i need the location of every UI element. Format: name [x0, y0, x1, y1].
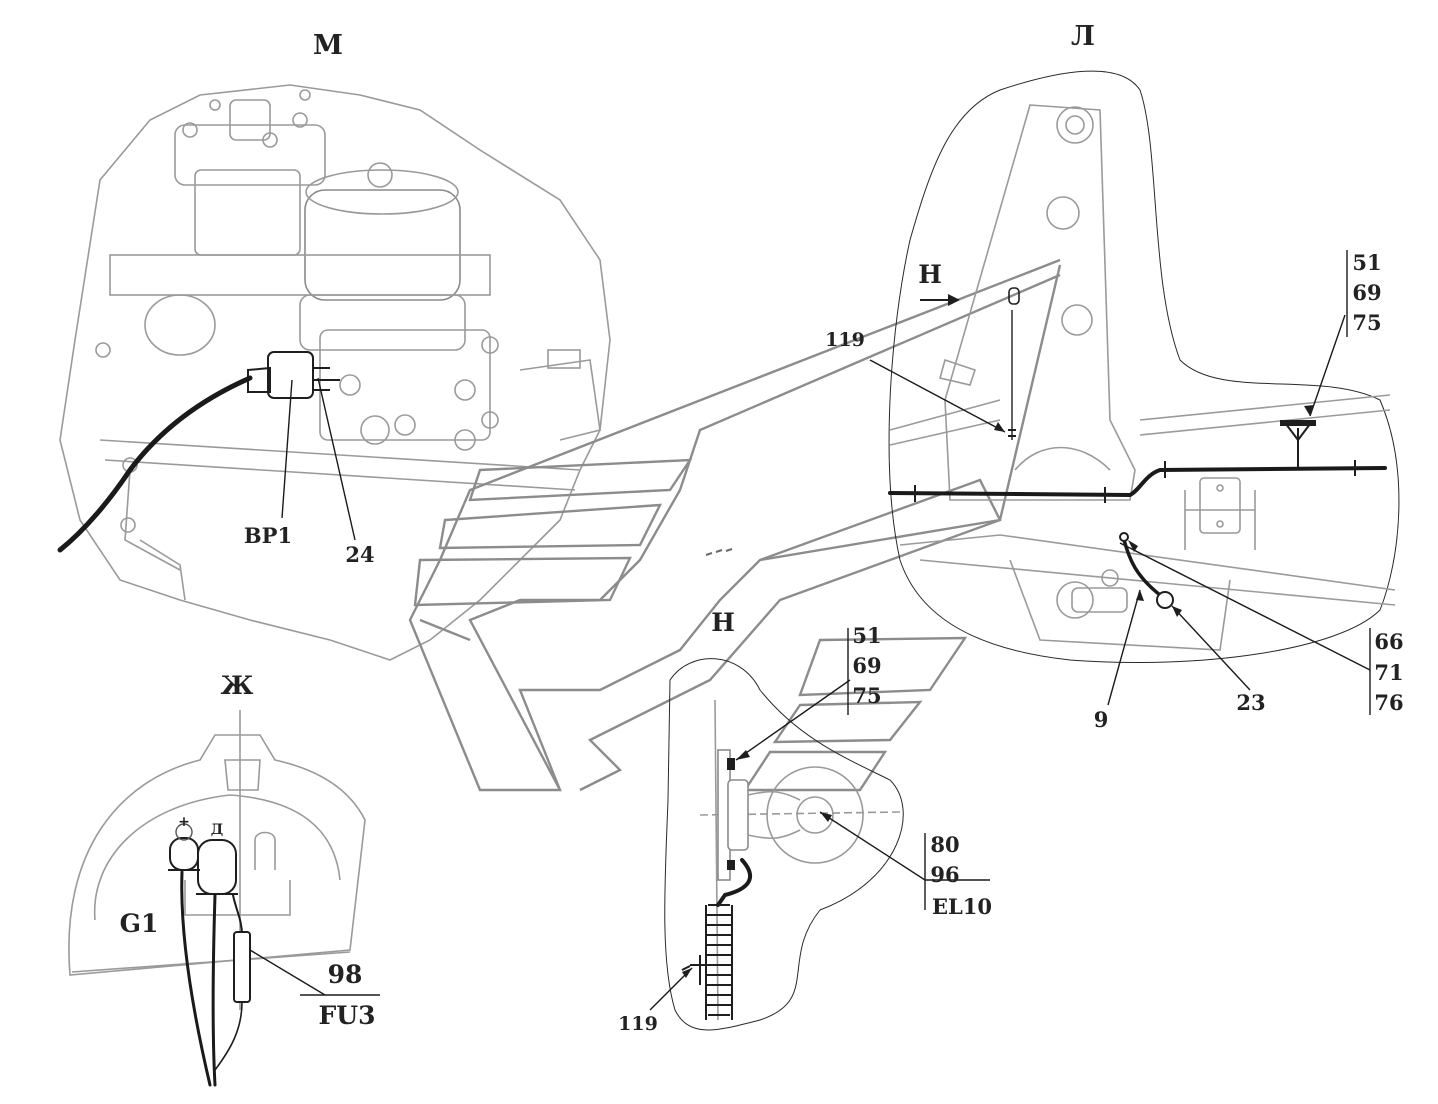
- stack-n-3: 75: [852, 683, 881, 708]
- view-label-m: М: [313, 30, 343, 61]
- callout-g1: G1: [120, 909, 159, 938]
- lamp-view-n: [664, 658, 904, 1031]
- stack-right-3: 76: [1374, 690, 1403, 715]
- stack-right-1: 66: [1374, 629, 1403, 654]
- stack-lamp-3: EL10: [932, 894, 992, 919]
- callout-119-top: 119: [825, 329, 865, 351]
- terminal-d: Д: [211, 822, 223, 838]
- battery-view-zh: [68, 710, 366, 1087]
- callout-24: 24: [345, 542, 374, 567]
- stack-top-right-3: 75: [1352, 310, 1381, 335]
- leader-lines: [249, 250, 1371, 1011]
- callout-bp1: BP1: [244, 523, 292, 548]
- stack-n-1: 51: [852, 623, 881, 648]
- stack-right-2: 71: [1374, 660, 1403, 685]
- engine-view-m: [57, 84, 611, 661]
- harness-band: [408, 258, 1062, 792]
- cab-view-l: [888, 70, 1400, 664]
- stack-top-right-2: 69: [1352, 280, 1381, 305]
- stack-n-2: 69: [852, 653, 881, 678]
- stack-lamp-2: 96: [930, 862, 959, 887]
- callout-119-bottom: 119: [618, 1013, 658, 1035]
- view-label-zh: Ж: [221, 671, 254, 700]
- terminal-plus: +: [178, 814, 190, 830]
- callout-23: 23: [1236, 690, 1265, 715]
- callout-9: 9: [1094, 707, 1109, 732]
- stack-top-right-1: 51: [1352, 250, 1381, 275]
- stack-lamp-1: 80: [930, 832, 959, 857]
- stack-fuse-1: 98: [328, 960, 363, 989]
- view-label-n: Н: [711, 608, 735, 637]
- view-arrow-label-n: Н: [918, 260, 942, 289]
- view-label-l: Л: [1071, 21, 1095, 52]
- labels: М Л Н Н Ж BP1 24 119 119 9 23 G1 + Д 51 …: [120, 21, 1404, 1035]
- stack-fuse-2: FU3: [319, 1001, 376, 1030]
